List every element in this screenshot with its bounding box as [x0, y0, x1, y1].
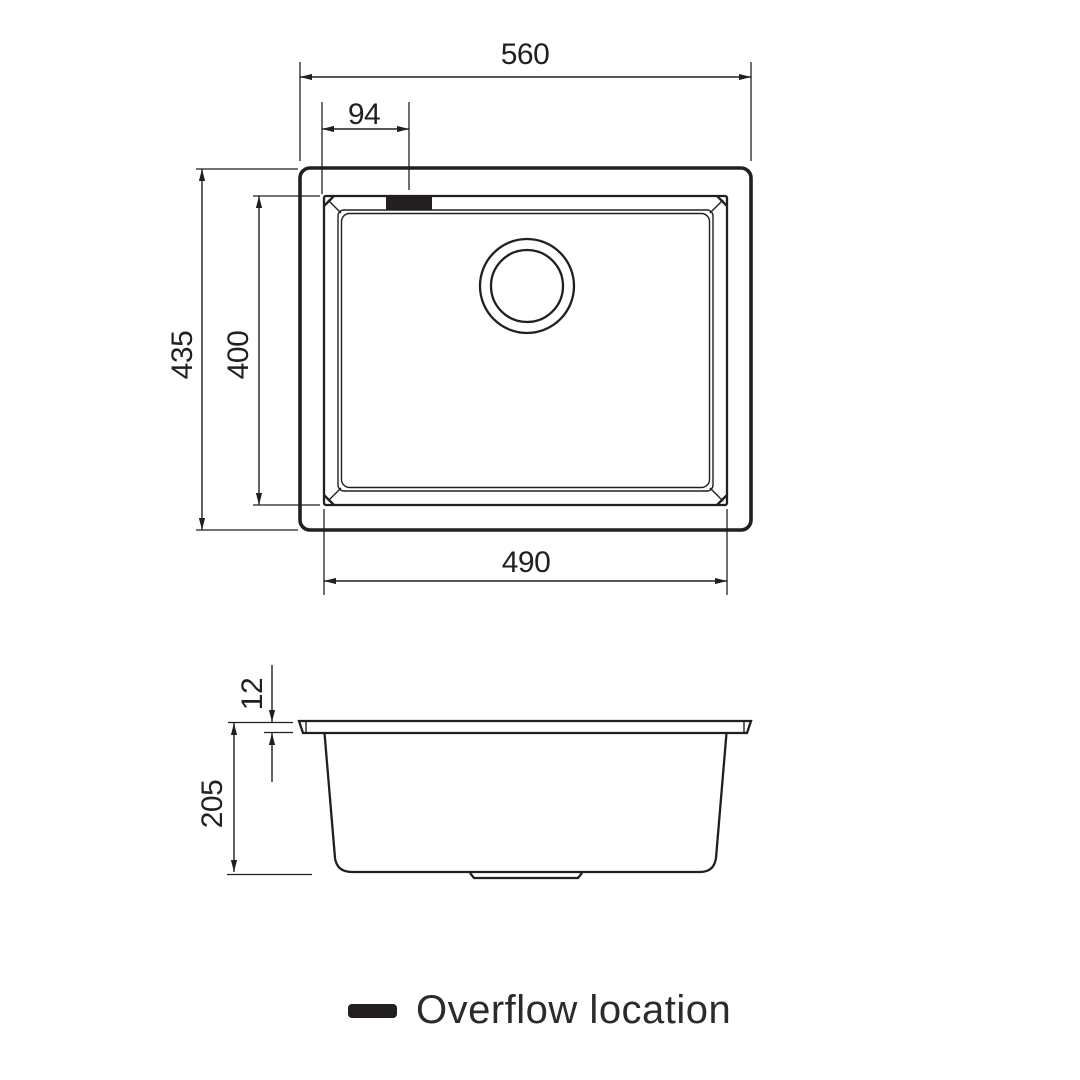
dim-overflow-offset: 94 [321, 98, 410, 194]
bowl-rim-outline [322, 194, 729, 507]
bowl-bevel-inner-line [337, 209, 714, 492]
dim-bowl-height-label: 205 [196, 780, 229, 829]
dim-bowl-height: 205 [196, 723, 312, 876]
bowl-bevel-inner-line-2 [340, 212, 711, 489]
bowl-profile [323, 732, 728, 874]
legend: Overflow location [348, 988, 731, 1032]
dim-overall-width-label: 560 [501, 38, 550, 71]
rim-profile [297, 719, 753, 735]
top-view: 560 94 435 400 490 [166, 38, 753, 595]
dim-overall-depth: 435 [166, 168, 298, 531]
bowl-corner-chamfers [323, 195, 728, 506]
dim-rim-thickness-label: 12 [236, 678, 269, 710]
drain-inner-circle [489, 248, 565, 324]
overflow-marker [386, 197, 432, 210]
dim-bowl-inner-depth: 400 [222, 195, 320, 506]
dim-overall-depth-label: 435 [166, 331, 199, 380]
legend-label: Overflow location [416, 988, 731, 1032]
dim-bowl-inner-width: 490 [323, 509, 728, 595]
dim-bowl-inner-depth-label: 400 [222, 331, 255, 380]
bowl-corner-mitre-lines [327, 199, 724, 502]
dim-bowl-inner-width-label: 490 [502, 546, 551, 579]
legend-overflow-swatch [348, 1004, 397, 1018]
dim-overall-width: 560 [299, 38, 752, 161]
drain-outer-circle [478, 237, 576, 335]
dim-rim-thickness: 12 [228, 665, 293, 782]
side-view: 12 205 [196, 665, 753, 880]
sink-outer-outline [298, 166, 753, 532]
drain-boss [469, 872, 583, 880]
dim-overflow-offset-label: 94 [348, 98, 380, 131]
